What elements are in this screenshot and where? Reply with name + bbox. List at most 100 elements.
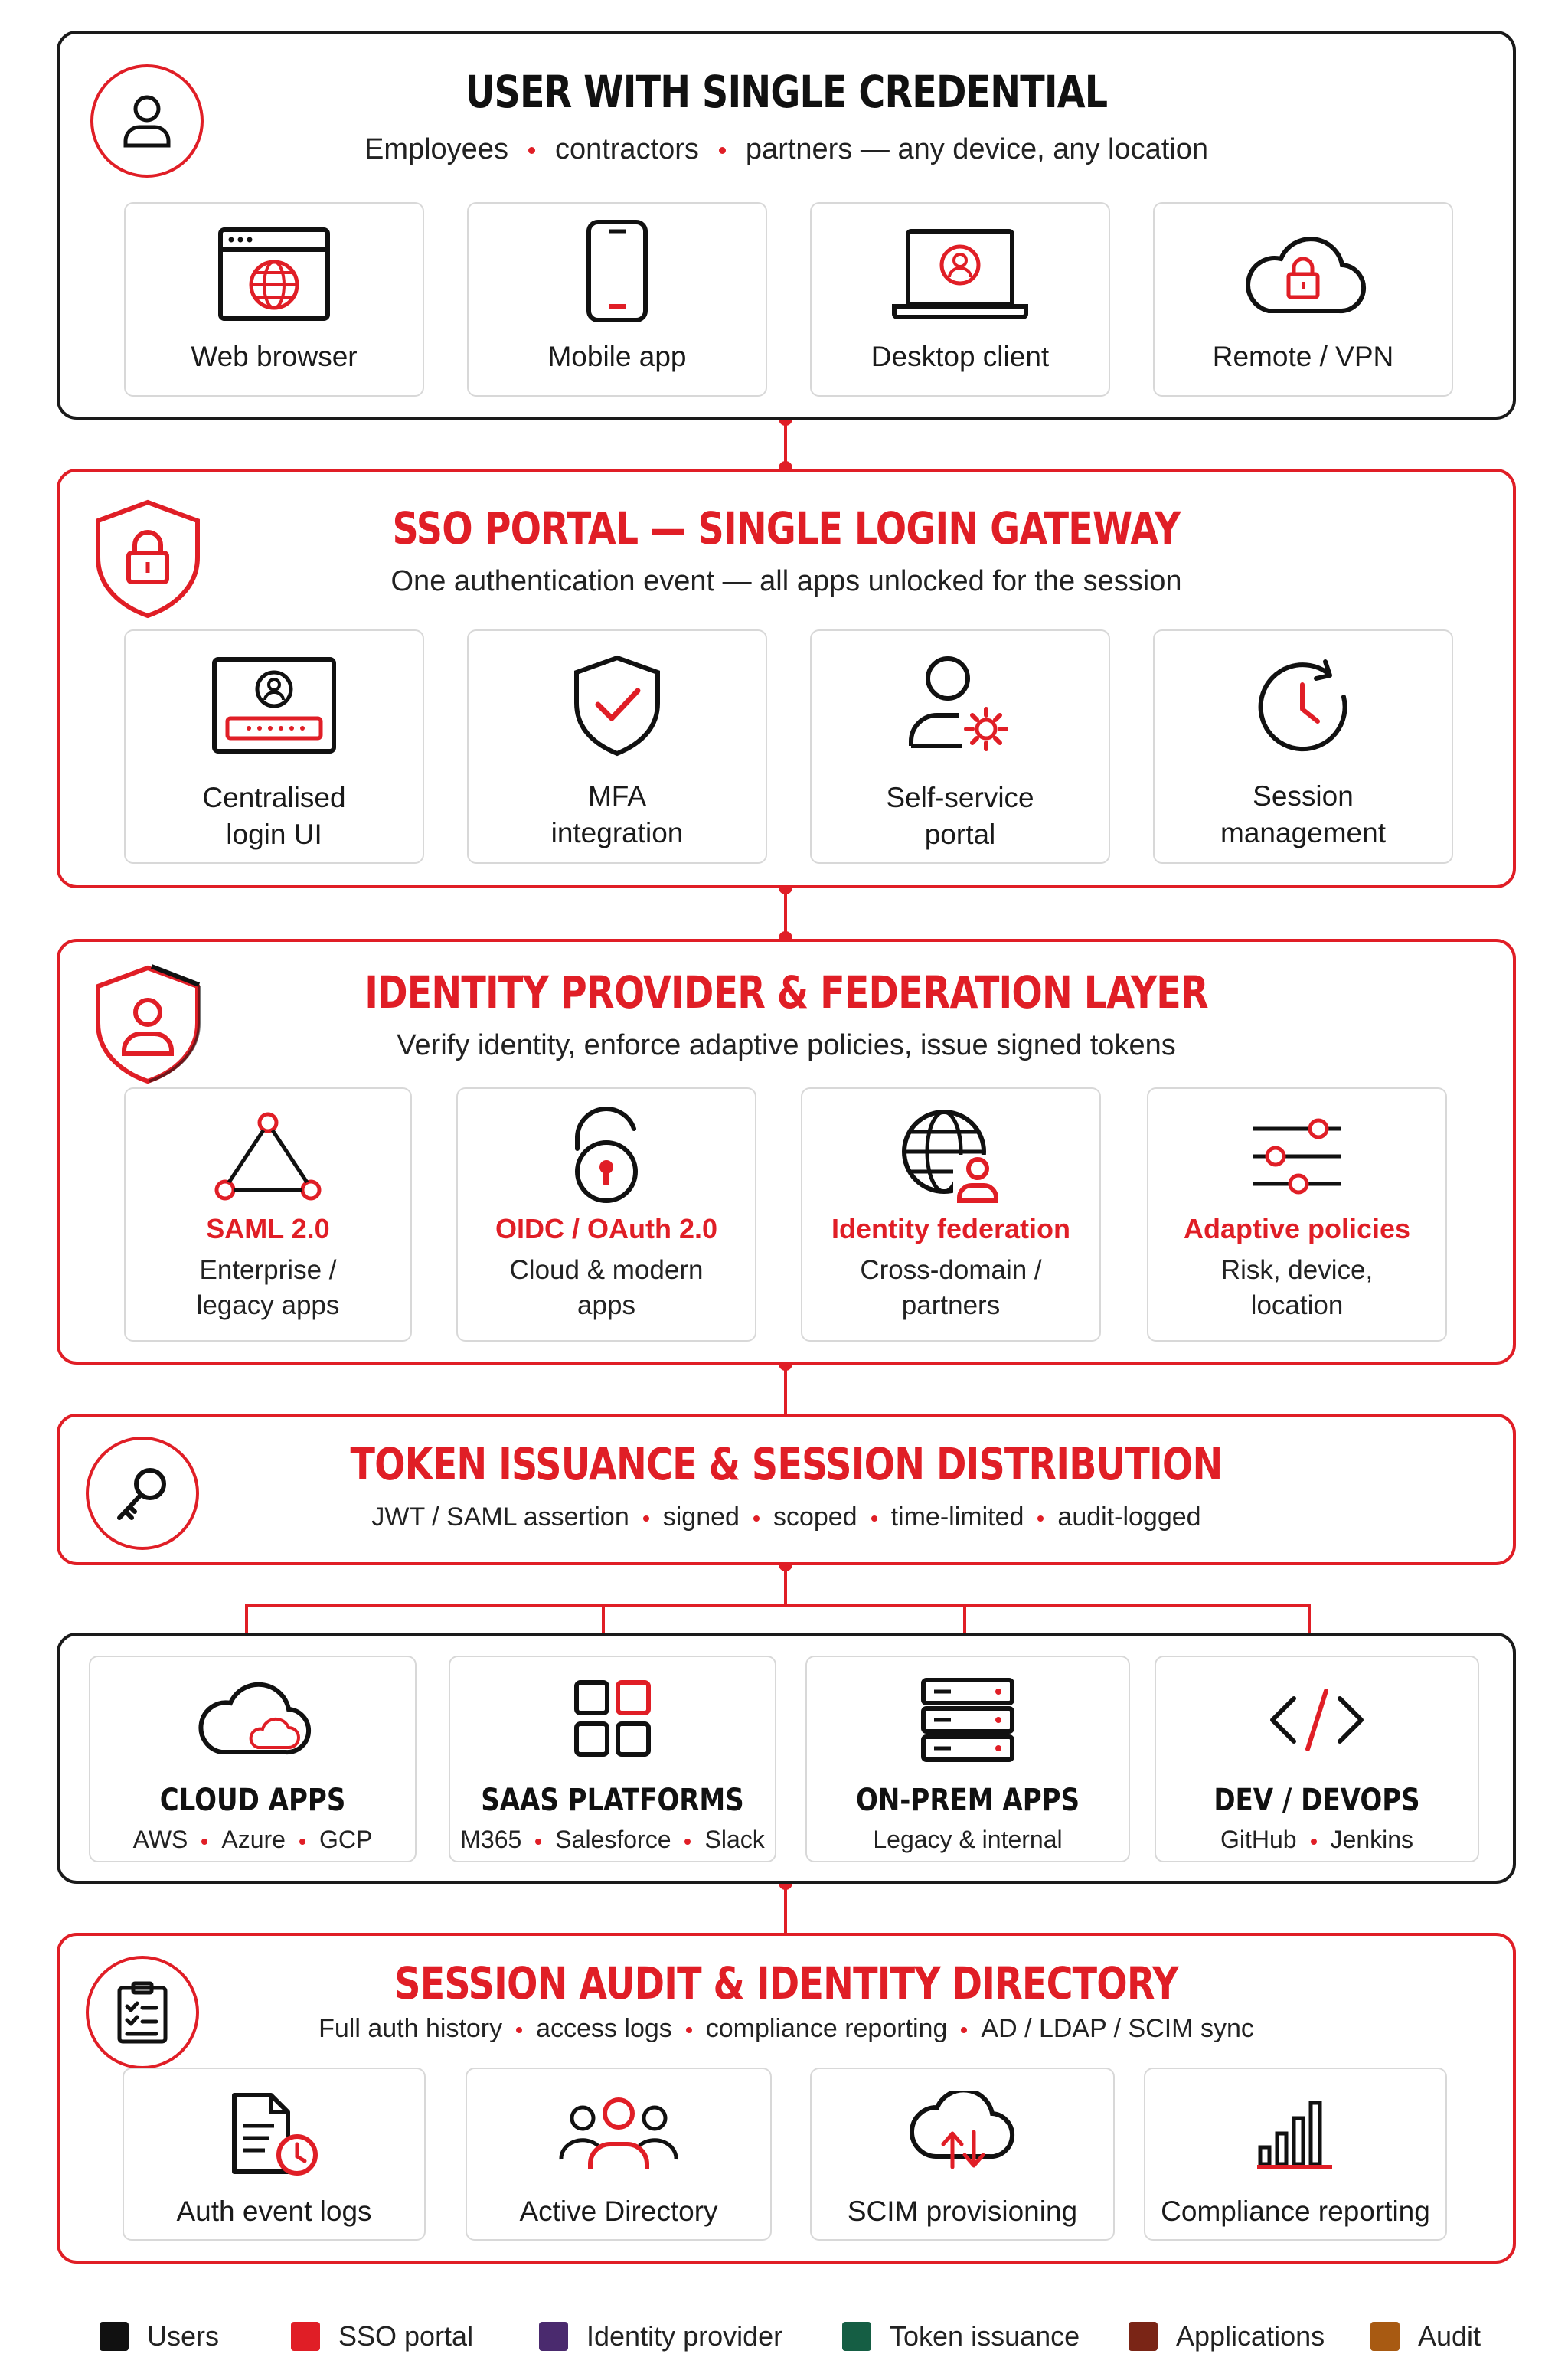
idp-subtitle: Verify identity, enforce adaptive polici… <box>397 1029 1176 1061</box>
card-label: Desktop client <box>871 341 1050 372</box>
card-label-2: integration <box>550 817 684 848</box>
legend-swatch <box>1370 2322 1400 2351</box>
server-icon <box>921 1678 1014 1762</box>
user-gear-icon <box>909 656 1008 751</box>
idp-section: IDENTITY PROVIDER & FEDERATION LAYER Ver… <box>57 939 1516 1365</box>
mobile-phone-icon <box>586 220 648 322</box>
card-label-2: login UI <box>226 819 322 850</box>
connector-branch-3 <box>963 1604 966 1633</box>
card-adaptive-policies[interactable]: Adaptive policies Risk, device, location <box>1147 1087 1447 1342</box>
card-label: SCIM provisioning <box>847 2195 1078 2227</box>
card-scim-provisioning[interactable]: SCIM provisioning <box>810 2068 1115 2241</box>
idp-title: IDENTITY PROVIDER & FEDERATION LAYER <box>364 966 1208 1018</box>
legend-item-identity-provider: Identity provider <box>539 2320 782 2352</box>
card-desc-2: location <box>1250 1290 1344 1320</box>
card-identity-federation[interactable]: Identity federation Cross-domain / partn… <box>801 1087 1101 1342</box>
card-label: Auth event logs <box>176 2195 372 2227</box>
document-clock-icon <box>232 2093 318 2176</box>
key-icon <box>117 1468 166 1520</box>
users-title: USER WITH SINGLE CREDENTIAL <box>465 66 1108 118</box>
shield-check-icon <box>574 655 660 757</box>
sliders-icon <box>1253 1118 1341 1195</box>
card-compliance-reporting[interactable]: Compliance reporting <box>1144 2068 1447 2241</box>
card-mfa-integration[interactable]: MFA integration <box>467 629 767 864</box>
card-web-browser[interactable]: Web browser <box>124 202 424 397</box>
card-auth-event-logs[interactable]: Auth event logs <box>122 2068 426 2241</box>
card-desc-2: legacy apps <box>196 1290 340 1320</box>
triangle-nodes-icon <box>214 1112 322 1201</box>
card-session-management[interactable]: Session management <box>1153 629 1453 864</box>
login-screen-icon <box>212 657 336 754</box>
shield-user-icon <box>96 964 201 1084</box>
token-section: TOKEN ISSUANCE & SESSION DISTRIBUTION JW… <box>57 1414 1516 1565</box>
user-icon <box>123 95 171 148</box>
connector-branch-2 <box>602 1604 605 1633</box>
cloud-lock-icon <box>1246 237 1367 314</box>
card-desc-1: Risk, device, <box>1220 1255 1374 1285</box>
legend-swatch <box>1129 2322 1158 2351</box>
sso-section: SSO PORTAL — SINGLE LOGIN GATEWAY One au… <box>57 469 1516 888</box>
card-desc-1: Cloud & modern <box>509 1255 704 1285</box>
card-label-1: Centralised <box>202 782 346 813</box>
card-title: SAML 2.0 <box>206 1213 330 1244</box>
open-padlock-icon <box>575 1107 638 1203</box>
clipboard-checklist-icon <box>117 1981 168 2044</box>
app-title: CLOUD APPS <box>159 1783 346 1818</box>
card-title: Adaptive policies <box>1183 1213 1411 1244</box>
laptop-icon <box>892 229 1028 319</box>
cloud-sync-icon <box>910 2091 1014 2169</box>
legend-swatch <box>842 2322 871 2351</box>
connector-branch-bar <box>245 1604 1311 1607</box>
card-on-prem-apps[interactable]: ON-PREM APPS Legacy & internal <box>805 1656 1130 1862</box>
legend-item-applications: Applications <box>1129 2320 1325 2352</box>
connector-token-down <box>784 1565 787 1605</box>
shield-lock-icon <box>96 499 200 619</box>
card-label-2: management <box>1220 817 1386 848</box>
card-self-service[interactable]: Self-service portal <box>810 629 1110 864</box>
card-title: Identity federation <box>831 1213 1071 1244</box>
web-browser-icon <box>218 227 330 321</box>
card-title: OIDC / OAuth 2.0 <box>495 1213 718 1244</box>
app-title: SAAS PLATFORMS <box>481 1783 744 1818</box>
globe-user-icon <box>902 1110 1002 1205</box>
card-remote-vpn[interactable]: Remote / VPN <box>1153 202 1453 397</box>
legend-swatch <box>539 2322 568 2351</box>
connector-idp-token <box>784 1365 787 1414</box>
card-label: Compliance reporting <box>1161 2195 1430 2227</box>
bar-chart-icon <box>1257 2101 1332 2169</box>
card-saml[interactable]: SAML 2.0 Enterprise / legacy apps <box>124 1087 412 1342</box>
audit-title: SESSION AUDIT & IDENTITY DIRECTORY <box>394 1957 1178 2009</box>
connector-users-sso <box>784 420 787 469</box>
legend-item-token-issuance: Token issuance <box>842 2320 1080 2352</box>
card-desktop-client[interactable]: Desktop client <box>810 202 1110 397</box>
card-mobile-app[interactable]: Mobile app <box>467 202 767 397</box>
card-desc-1: Enterprise / <box>199 1255 337 1285</box>
legend-swatch <box>291 2322 320 2351</box>
card-label-2: portal <box>924 819 996 850</box>
legend-item-sso-portal: SSO portal <box>291 2320 473 2352</box>
key-badge <box>86 1437 199 1550</box>
card-desc-2: apps <box>577 1290 635 1320</box>
card-centralised-login[interactable]: Centralised login UI <box>124 629 424 864</box>
card-oidc[interactable]: OIDC / OAuth 2.0 Cloud & modern apps <box>456 1087 756 1342</box>
user-badge <box>90 64 204 178</box>
cloud-icon <box>198 1682 311 1755</box>
card-active-directory[interactable]: Active Directory <box>466 2068 772 2241</box>
card-label: Remote / VPN <box>1212 341 1394 372</box>
connector-sso-idp <box>784 888 787 939</box>
legend-item-audit: Audit <box>1370 2320 1481 2352</box>
card-label: Active Directory <box>519 2195 718 2227</box>
sso-subtitle: One authentication event — all apps unlo… <box>390 565 1182 597</box>
connector-branch-1 <box>245 1604 248 1633</box>
card-desc-1: Cross-domain / <box>860 1255 1042 1285</box>
grid-icon <box>574 1680 651 1757</box>
